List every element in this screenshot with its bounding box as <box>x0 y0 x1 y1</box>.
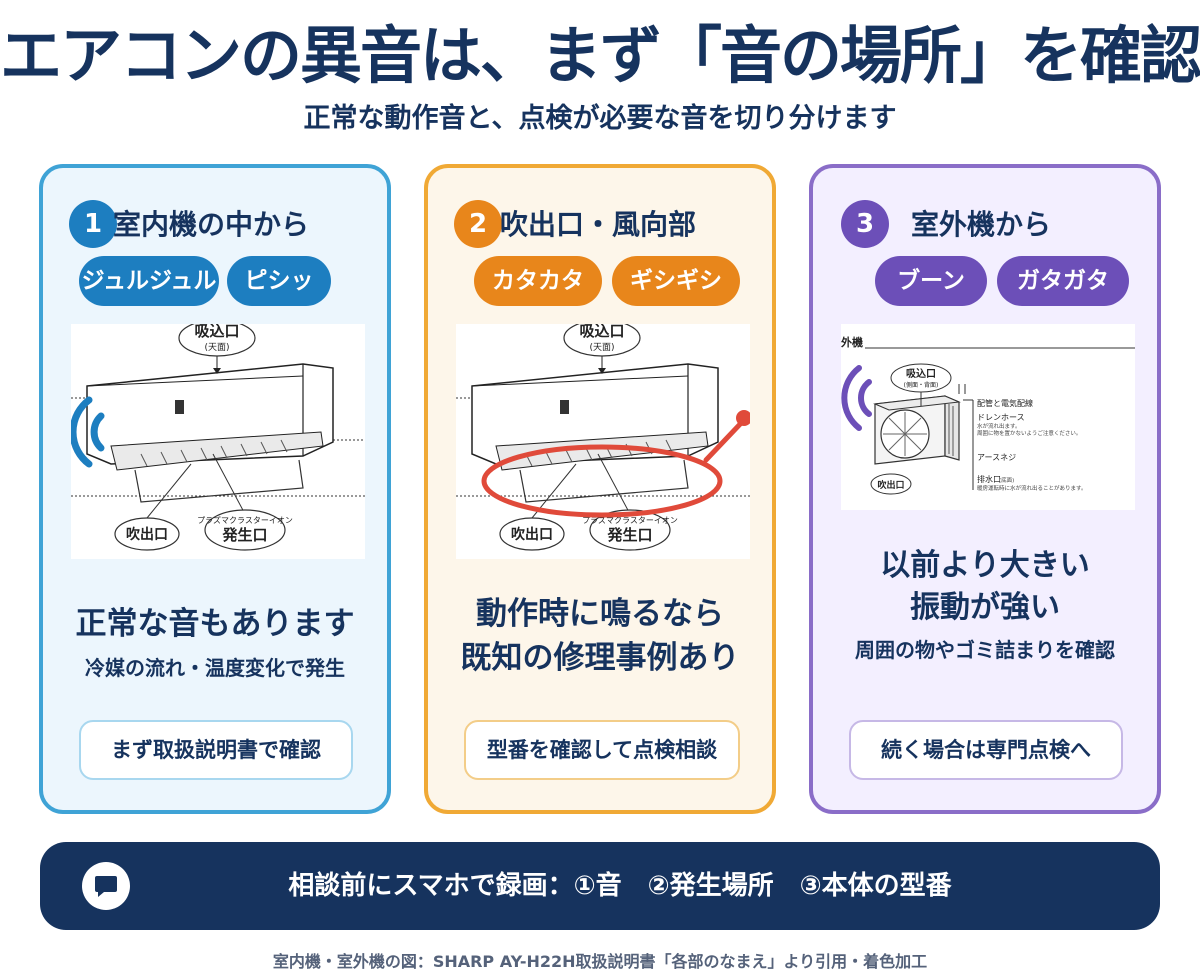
label-plasma-small: プラズマクラスターイオン <box>582 515 678 525</box>
label-pipe: 配管と電気配線 <box>977 398 1033 408</box>
label-intake: 吸込口 <box>194 324 239 340</box>
outdoor-unit-illustration: 外機 吸込口 (側面・背面) 配管と電気配線 ドレンホース 水が流れ出ます。 周… <box>841 324 1135 510</box>
card-headline: 正常な音もあります <box>75 606 355 642</box>
page-subtitle: 正常な動作音と、点検が必要な音を切り分けます <box>303 103 897 134</box>
chat-bubble-icon <box>82 862 130 910</box>
number-badge: 2 <box>454 200 502 248</box>
label-drain-port-note: 暖房運転時に水が流れ出ることがあります。 <box>977 484 1086 492</box>
sound-pills: ブーン ガタガタ <box>813 256 1157 310</box>
card-headline-2: 振動が強い <box>910 590 1060 625</box>
sound-wave-icon <box>71 396 105 468</box>
sound-pills: カタカタ ギシギシ <box>428 256 772 310</box>
label-intake-sub: (側面・背面) <box>904 381 939 389</box>
label-plasma: 発生口 <box>606 526 652 544</box>
page-title: エアコンの異音は、まず「音の場所」を確認 <box>0 19 1200 92</box>
card-title: 室外機から <box>911 208 1052 241</box>
sound-pill: ジュルジュル <box>79 256 219 306</box>
label-drain-port: 排水口 <box>977 474 1001 484</box>
check-manual-button[interactable]: まず取扱説明書で確認 <box>79 720 353 780</box>
card-headline: 動作時に鳴るなら <box>476 596 724 632</box>
consult-inspection-button[interactable]: 型番を確認して点検相談 <box>464 720 740 780</box>
sound-pill: ガタガタ <box>997 256 1129 306</box>
sound-pill: ブーン <box>875 256 987 306</box>
indoor-unit-diagram: 吸込口 (天面) 吹出口 プラズマクラスターイオン 発生口 <box>71 324 365 551</box>
sound-pills: ジュルジュル ピシッ <box>43 256 387 310</box>
label-outlet: 吹出口 <box>511 526 553 543</box>
card-air-outlet: 2 吹出口・風向部 カタカタ ギシギシ 吸込口 (天面) <box>424 164 776 814</box>
professional-inspection-button[interactable]: 続く場合は専門点検へ <box>849 720 1123 780</box>
recording-tip-text: 相談前にスマホで録画：①音 ②発生場所 ③本体の型番 <box>288 871 952 901</box>
air-outlet-illustration: 吸込口 (天面) 吹出口 プラズマクラスターイオン 発生口 <box>456 324 750 559</box>
card-indoor-unit: 1 室内機の中から ジュルジュル ピシッ 吸込口 <box>39 164 391 814</box>
card-header: 3 室外機から <box>813 200 1157 250</box>
image-credit: 室内機・室外機の図：SHARP AY-H22H取扱説明書「各部のなまえ」より引用… <box>272 952 928 971</box>
card-headline-2: 既知の修理事例あり <box>460 640 740 676</box>
label-intake-sub: (天面) <box>204 342 229 353</box>
label-intake: 吸込口 <box>906 367 936 380</box>
card-detail: 冷媒の流れ・温度変化で発生 <box>85 656 345 680</box>
label-intake: 吸込口 <box>579 324 624 340</box>
label-plasma: 発生口 <box>221 526 267 544</box>
card-title: 吹出口・風向部 <box>500 208 697 241</box>
highlight-ring-icon <box>481 410 750 518</box>
label-drain-note-2: 周囲に物を置かないようご注意ください。 <box>977 429 1081 437</box>
air-outlet-diagram: 吸込口 (天面) 吹出口 プラズマクラスターイオン 発生口 <box>456 324 750 551</box>
label-plasma-small: プラズマクラスターイオン <box>197 515 293 525</box>
card-header: 2 吹出口・風向部 <box>428 200 772 250</box>
outdoor-unit-diagram: 外機 吸込口 (側面・背面) 配管と電気配線 ドレンホース 水が流れ出ます。 周… <box>841 335 1135 495</box>
sound-pill: カタカタ <box>474 256 602 306</box>
label-drain: ドレンホース <box>977 413 1025 422</box>
label-ground: アースネジ <box>977 453 1016 462</box>
recording-tip-bar: 相談前にスマホで録画：①音 ②発生場所 ③本体の型番 <box>40 842 1160 930</box>
number-badge: 1 <box>69 200 117 248</box>
label-drain-note-1: 水が流れ出ます。 <box>977 422 1020 430</box>
card-outdoor-unit: 3 室外機から ブーン ガタガタ 外機 吸込口 (側面・背面) <box>809 164 1161 814</box>
sound-pill: ピシッ <box>227 256 331 306</box>
sound-pill: ギシギシ <box>612 256 740 306</box>
label-outlet: 吹出口 <box>126 526 168 543</box>
card-header: 1 室内機の中から <box>43 200 387 250</box>
label-drain-port-sub: (底面) <box>999 476 1014 484</box>
label-outlet: 吹出口 <box>877 479 904 491</box>
label-section: 外機 <box>841 335 863 349</box>
card-title: 室内機の中から <box>113 208 310 241</box>
label-intake-sub: (天面) <box>589 342 614 353</box>
indoor-unit-illustration: 吸込口 (天面) 吹出口 プラズマクラスターイオン 発生口 <box>71 324 365 559</box>
card-headline: 以前より大きい <box>880 548 1090 583</box>
card-detail: 周囲の物やゴミ詰まりを確認 <box>855 638 1115 662</box>
sound-wave-icon <box>841 365 872 431</box>
number-badge: 3 <box>841 200 889 248</box>
